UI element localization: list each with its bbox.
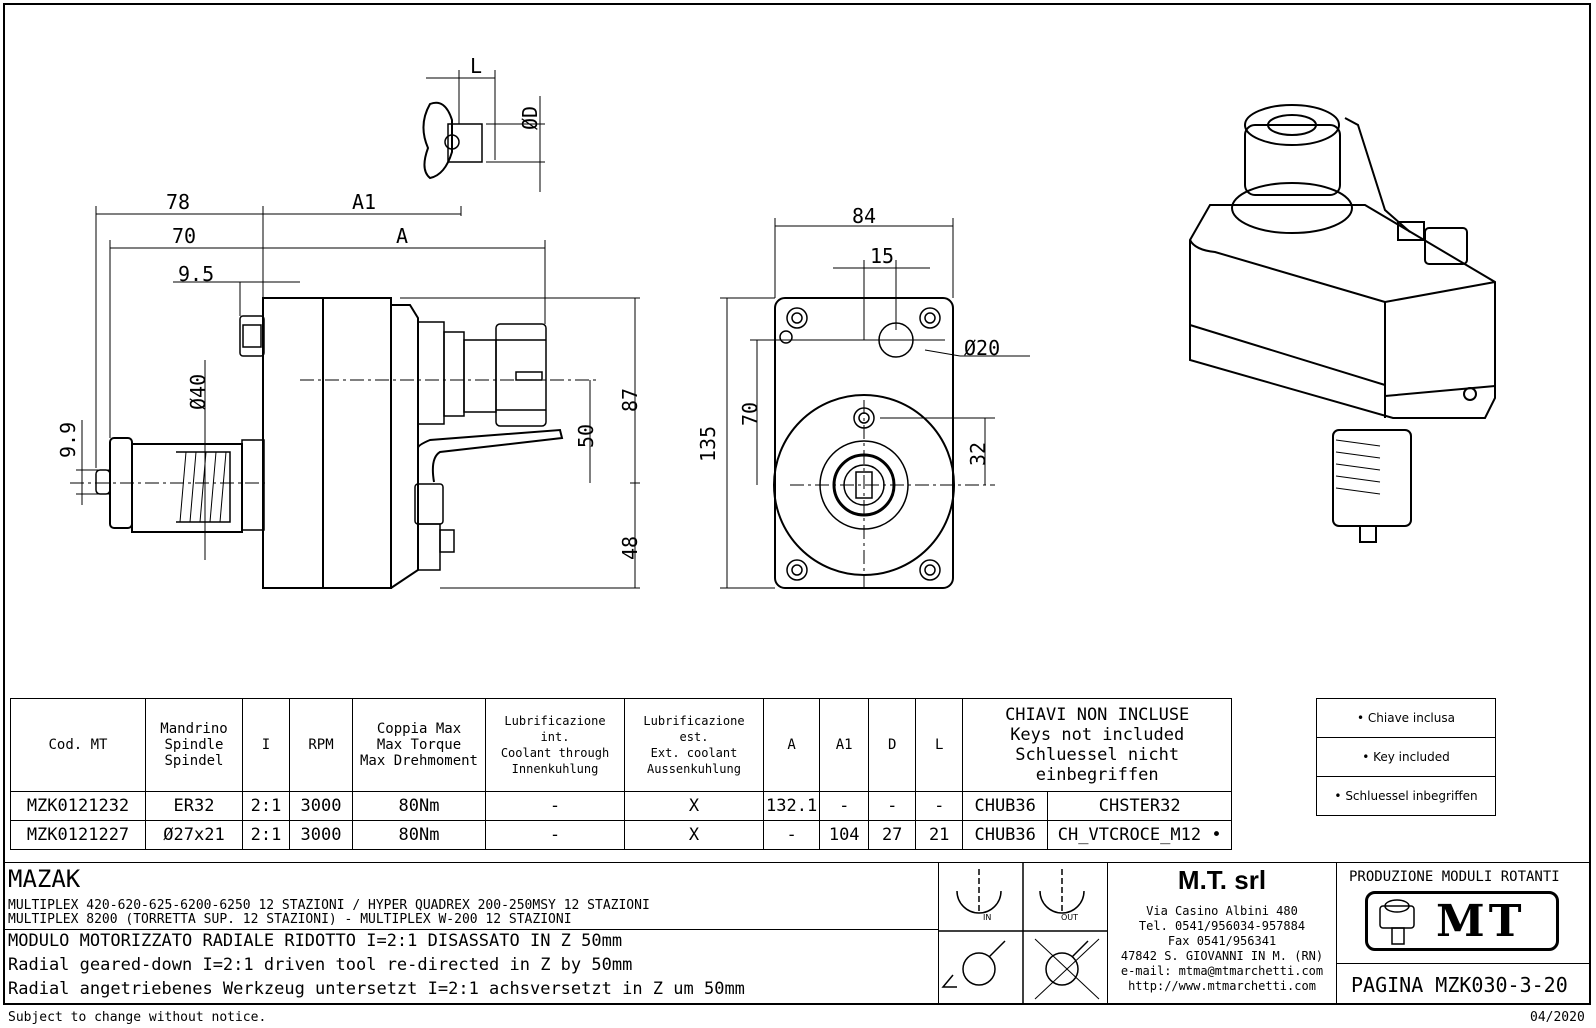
company-email: e-mail: mtma@mtmarchetti.com: [1120, 964, 1324, 978]
company-name: M.T. srl: [1177, 865, 1267, 895]
drawing-frame: [3, 3, 1591, 1005]
dim-9-5: 9.5: [178, 262, 215, 286]
cell-lub-est: X: [624, 820, 764, 850]
cell-cod: MZK0121227: [10, 820, 146, 850]
page-number: PAGINA MZK030-3-20: [1351, 973, 1568, 997]
cell-mandrino: ER32: [145, 791, 243, 821]
legend-item: • Chiave inclusa: [1316, 698, 1496, 738]
legend-item: • Key included: [1316, 737, 1496, 777]
dim-87: 87: [618, 387, 642, 412]
cell-l: 21: [915, 820, 964, 850]
cell-cod: MZK0121232: [10, 791, 146, 821]
cell-coppia: 80Nm: [352, 791, 486, 821]
cell-d: 27: [868, 820, 917, 850]
cell-rpm: 3000: [289, 820, 353, 850]
production-label: PRODUZIONE MODULI ROTANTI: [1349, 869, 1560, 885]
logo-text: MT: [1436, 896, 1526, 947]
machine-name: MAZAK: [8, 865, 81, 893]
dim-d40: Ø40: [186, 373, 210, 410]
company-address: Via Casino Albini 480: [1146, 904, 1298, 918]
technical-drawing: [70, 70, 1496, 590]
cell-d: -: [868, 791, 917, 821]
side-view: [70, 101, 600, 589]
cell-a1: 104: [819, 820, 870, 850]
dim-A1: A1: [352, 190, 377, 214]
key-legend: • Chiave inclusa • Key included • Schlue…: [1316, 698, 1496, 816]
dim-32: 32: [966, 441, 990, 466]
company-tel: Tel. 0541/956034-957884: [1138, 919, 1306, 933]
header-a: A: [762, 698, 821, 792]
cell-lub-est: X: [624, 791, 764, 821]
header-l: L: [915, 698, 964, 792]
rotation-out-label: OUT: [1061, 913, 1079, 922]
cell-key1: CHUB36: [962, 791, 1049, 821]
dim-A: A: [396, 224, 409, 248]
cell-l: -: [915, 791, 964, 821]
revision-date: 04/2020: [1530, 1010, 1585, 1025]
cell-a: 132.1: [762, 791, 821, 821]
company-logo: MT: [1365, 891, 1559, 951]
cell-i: 2:1: [242, 791, 290, 821]
dim-d20: Ø20: [964, 336, 1001, 360]
front-dimension-lines: [720, 218, 1030, 589]
dim-70b: 70: [738, 401, 762, 426]
iso-view: [1189, 104, 1496, 543]
dim-L: L: [470, 54, 483, 78]
rotation-in-label: IN: [983, 913, 992, 922]
dim-78: 78: [166, 190, 191, 214]
header-i: I: [242, 698, 290, 792]
cell-mandrino: Ø27x21: [145, 820, 243, 850]
dim-70: 70: [172, 224, 197, 248]
company-block: M.T. srl Via Casino Albini 480 Tel. 0541…: [1107, 862, 1337, 1004]
dim-84: 84: [852, 204, 877, 228]
production-block: PRODUZIONE MODULI ROTANTI MT PAGINA MZK0…: [1336, 862, 1591, 1004]
dim-D: ØD: [518, 105, 542, 130]
header-cod: Cod. MT: [10, 698, 146, 792]
cell-lub-int: -: [485, 791, 625, 821]
model-line: MULTIPLEX 420-620-625-6200-6250 12 STAZI…: [8, 898, 650, 913]
company-fax: Fax 0541/956341: [1167, 934, 1277, 948]
company-city: 47842 S. GIOVANNI IN M. (RN): [1120, 949, 1324, 963]
table-row: MZK0121232 ER32 2:1 3000 80Nm - X 132.1 …: [10, 791, 1233, 821]
description-it: MODULO MOTORIZZATO RADIALE RIDOTTO I=2:1…: [8, 931, 623, 951]
rotation-panel: IN OUT: [938, 862, 1108, 1004]
dim-15: 15: [870, 244, 895, 268]
front-view: [750, 297, 995, 590]
header-a1: A1: [819, 698, 870, 792]
cell-coppia: 80Nm: [352, 820, 486, 850]
dimension-lines: [76, 70, 640, 589]
dim-50: 50: [574, 423, 598, 448]
cell-i: 2:1: [242, 820, 290, 850]
cell-key2: CH_VTCROCE_M12 •: [1047, 820, 1233, 850]
rotation-in-icon: [956, 890, 1002, 914]
header-rpm: RPM: [289, 698, 353, 792]
description-en: Radial geared-down I=2:1 driven tool re-…: [8, 955, 633, 975]
cell-rpm: 3000: [289, 791, 353, 821]
module-icon: [1379, 899, 1415, 945]
description-de: Radial angetriebenes Werkzeug untersetzt…: [8, 979, 745, 999]
rotation-out-icon: [1039, 890, 1085, 914]
cell-lub-int: -: [485, 820, 625, 850]
cell-a1: -: [819, 791, 870, 821]
dim-135: 135: [696, 425, 720, 462]
dim-9-9: 9.9: [56, 421, 80, 458]
table-row: MZK0121227 Ø27x21 2:1 3000 80Nm - X - 10…: [10, 820, 1233, 850]
cell-key2: CHSTER32: [1047, 791, 1233, 821]
cell-key1: CHUB36: [962, 820, 1049, 850]
header-d: D: [868, 698, 917, 792]
cell-a: -: [762, 820, 821, 850]
company-web: http://www.mtmarchetti.com: [1128, 979, 1316, 993]
model-line: MULTIPLEX 8200 (TORRETTA SUP. 12 STAZION…: [8, 912, 572, 927]
legend-item: • Schluessel inbegriffen: [1316, 776, 1496, 816]
title-block-main: MAZAK MULTIPLEX 420-620-625-6200-6250 12…: [3, 862, 939, 1004]
change-notice: Subject to change without notice.: [8, 1010, 267, 1025]
dim-48: 48: [618, 535, 642, 560]
